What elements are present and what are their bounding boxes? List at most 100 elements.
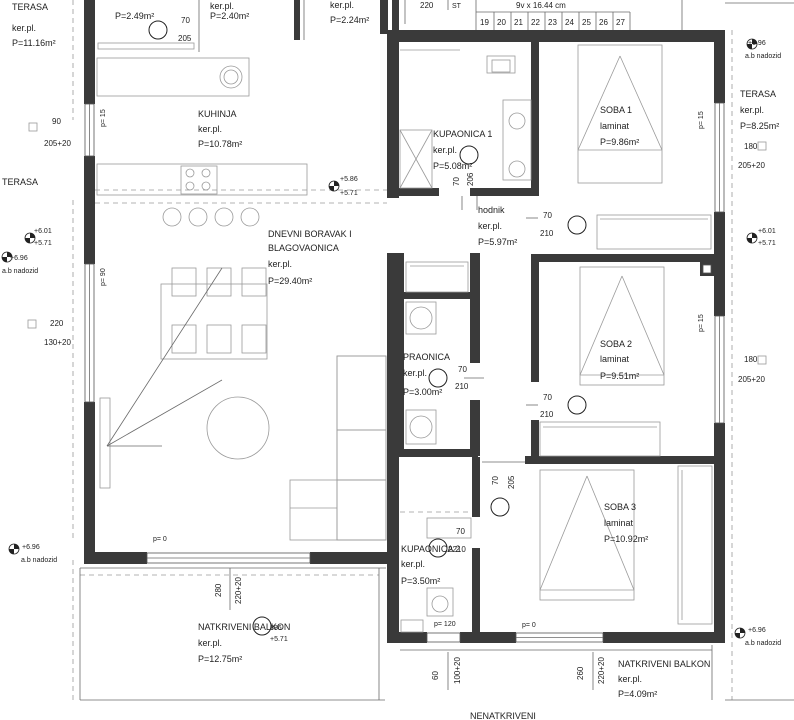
room-soba-1: SOBA 1 laminat P=9.86m² — [600, 105, 639, 147]
level-marker-icon — [8, 543, 20, 555]
walls — [84, 0, 725, 643]
dim-label: p= 0 — [153, 536, 167, 543]
dim-label: 205+20 — [738, 161, 765, 170]
room-nenatkriveni: NENATKRIVENI — [470, 711, 536, 720]
room-kuhinja: KUHINJA ker.pl. P=10.78m² — [198, 109, 242, 149]
dim-label: 70 — [543, 393, 552, 402]
dim-label: 210 — [540, 410, 554, 419]
level-value: +6.96 — [748, 627, 766, 634]
dim-label: p= 15 — [698, 314, 705, 332]
room-area: P=5.97m² — [478, 237, 517, 247]
dim-label: 280 — [214, 583, 223, 597]
room-floor: ker.pl. — [403, 368, 427, 378]
dim-label: 70 — [456, 527, 465, 536]
dim-label: 220 — [50, 319, 64, 328]
level-marker-icon — [328, 180, 340, 192]
living-furniture — [95, 163, 387, 541]
level-value: +5.71 — [270, 636, 288, 643]
stair-step: 25 — [582, 18, 591, 27]
dim-label: 260 — [576, 666, 585, 680]
level-labels: +6.96 a.b nadozid +6.01 +5.71 +6.96 a.b … — [2, 40, 781, 647]
level-marker-icon — [734, 627, 746, 639]
dim-label: 100+20 — [453, 657, 462, 684]
room-kupaonica-2: KUPAONICA 2 ker.pl. P=3.50m² — [401, 544, 460, 586]
level-value: +6.96 — [22, 544, 40, 551]
room-name: TERASA — [740, 89, 776, 99]
room-area: P=5.08m² — [433, 161, 472, 171]
room-soba-3: SOBA 3 laminat P=10.92m² — [604, 502, 648, 544]
dim-label: 70 — [543, 211, 552, 220]
room-name: DNEVNI BORAVAK I — [268, 229, 352, 239]
level-value: +6.01 — [758, 228, 776, 235]
dim-label: 70 — [452, 177, 461, 186]
room-floor: ker.pl. — [268, 259, 292, 269]
room-floor: ker.pl. — [12, 23, 36, 33]
dim-label: 180 — [744, 355, 758, 364]
room-floor: ker.pl. — [478, 221, 502, 231]
room-name: KUPAONICA 1 — [433, 129, 492, 139]
top-door-70: 70 — [181, 16, 190, 25]
room-kupaonica-1: KUPAONICA 1 ker.pl. P=5.08m² — [433, 129, 492, 171]
room-area: P=10.78m² — [198, 139, 242, 149]
level-note: a.b nadozid — [2, 268, 38, 275]
room-soba-2: SOBA 2 laminat P=9.51m² — [600, 339, 639, 381]
top-partial-area — [96, 0, 683, 97]
stair-step: 22 — [531, 18, 540, 27]
room-floor: ker.pl. — [198, 638, 222, 648]
dim-label: 70 — [491, 476, 500, 485]
level-value: +6.01 — [34, 228, 52, 235]
stair-step: 24 — [565, 18, 574, 27]
room-area: P=8.25m² — [740, 121, 779, 131]
rooms-furniture — [399, 44, 713, 633]
dim-label: p= 120 — [434, 621, 456, 628]
dim-label: 2210 — [448, 545, 466, 554]
room-floor: laminat — [600, 354, 630, 364]
room-natkriveni-balkon-left: NATKRIVENI BALKON ker.pl. P=12.75m² — [198, 622, 290, 664]
top-b-floor: ker.pl. — [210, 1, 234, 11]
room-area: P=9.86m² — [600, 137, 639, 147]
room-floor: laminat — [600, 121, 630, 131]
stair-step: 26 — [599, 18, 608, 27]
dim-label: 205+20 — [738, 375, 765, 384]
level-markers — [1, 38, 758, 639]
dim-label: 205 — [507, 475, 516, 489]
room-terasa-right: TERASA ker.pl. P=8.25m² — [740, 89, 779, 131]
stair-step: 27 — [616, 18, 625, 27]
top-labels: P=2.49m² ker.pl. P=2.40m² ker.pl. P=2.24… — [115, 0, 625, 43]
dim-label: 60 — [431, 671, 440, 680]
room-area: P=3.00m² — [403, 387, 442, 397]
room-floor: ker.pl. — [198, 124, 222, 134]
room-area: P=4.09m² — [618, 689, 657, 699]
level-note: a.b nadozid — [745, 640, 781, 647]
top-door-205: 205 — [178, 34, 192, 43]
dim-label: p= 15 — [100, 109, 107, 127]
room-name: KUPAONICA 2 — [401, 544, 460, 554]
room-area: P=3.50m² — [401, 576, 440, 586]
level-note: a.b nadozid — [745, 53, 781, 60]
room-name: SOBA 2 — [600, 339, 632, 349]
level-value: +5.86 — [340, 176, 358, 183]
dim-label: 210 — [540, 229, 554, 238]
dimension-labels: 90 205+20 p= 15 p= 90 220 130+20 p= 0 28… — [27, 109, 767, 690]
room-natkriveni-balkon-right: NATKRIVENI BALKON ker.pl. P=4.09m² — [618, 659, 710, 699]
dim-label: p= 15 — [698, 111, 705, 129]
exterior-outlines — [72, 0, 794, 701]
room-floor: ker.pl. — [740, 105, 764, 115]
room-floor: ker.pl. — [401, 559, 425, 569]
room-area: P=10.92m² — [604, 534, 648, 544]
top-c-area: P=2.24m² — [330, 15, 369, 25]
dim-label: 220+20 — [234, 577, 243, 604]
room-hodnik: hodnik ker.pl. P=5.97m² — [478, 205, 517, 247]
dim-label: 205+20 — [44, 139, 71, 148]
top-a-area: P=2.49m² — [115, 11, 154, 21]
level-value: +5.71 — [34, 240, 52, 247]
room-terasa-left: TERASA ker.pl. P=11.16m² — [12, 2, 56, 48]
level-value: 386 — [270, 625, 282, 632]
stair-steps: 19 20 21 22 23 24 25 26 27 — [480, 18, 625, 27]
room-area: P=12.75m² — [198, 654, 242, 664]
dim-label: p= 90 — [100, 268, 107, 286]
room-area: P=29.40m² — [268, 276, 312, 286]
level-marker-icon — [746, 38, 758, 50]
dim-label: 130+20 — [44, 338, 71, 347]
